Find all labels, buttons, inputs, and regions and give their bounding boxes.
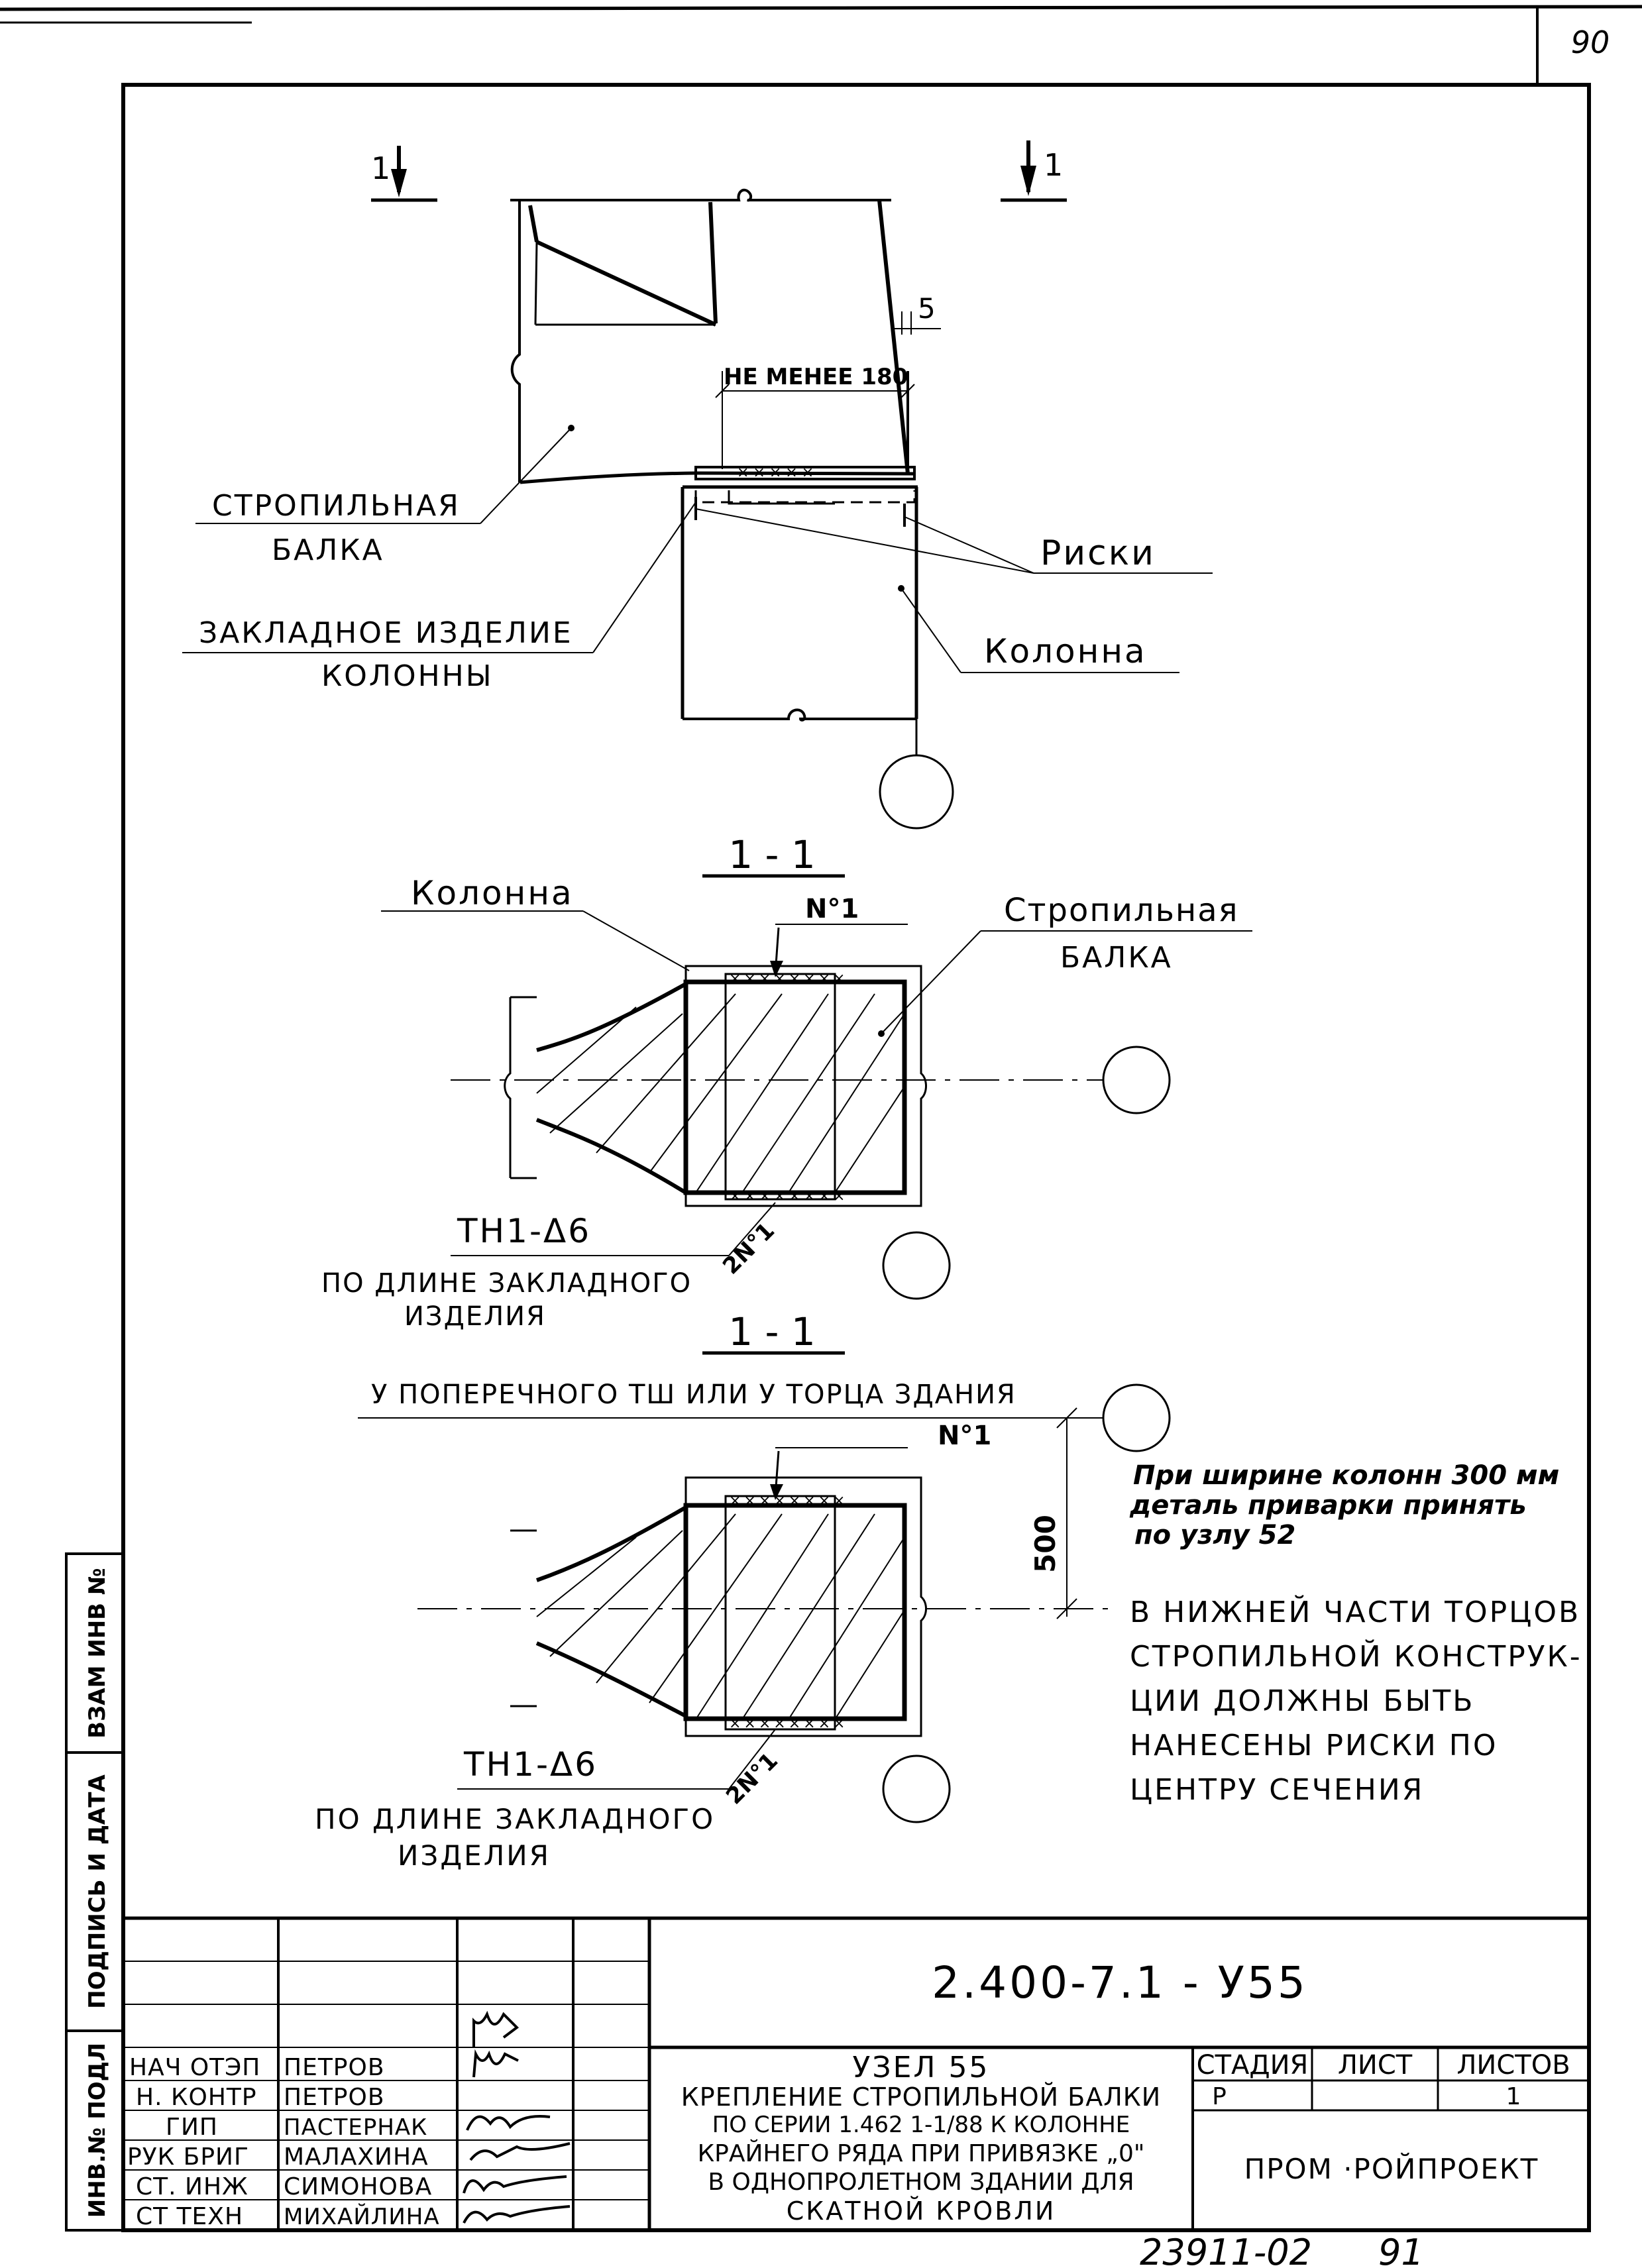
sheets-value: 1: [1506, 2083, 1521, 2110]
handwritten-note-line3: по узлу 52: [1134, 1520, 1295, 1550]
section1-label-n1: N°1: [805, 894, 859, 924]
section2-label-2n1: 2N°1: [721, 1747, 783, 1809]
section2-subtitle: У ПОПЕРЕЧНОГО ТШ ИЛИ У ТОРЦА ЗДАНИЯ: [371, 1379, 1016, 1410]
note-line1: В НИЖНЕЙ ЧАСТИ ТОРЦОВ: [1130, 1594, 1580, 1629]
bottom-suffix: 91: [1378, 2232, 1424, 2268]
section-mark-left: 1: [371, 146, 437, 202]
name-row-5: СИМОНОВА: [284, 2173, 432, 2200]
svg-text:××××××××: ××××××××: [729, 1493, 848, 1509]
dimension-not-less-180: НЕ МЕНЕЕ 180: [724, 364, 908, 390]
label-rafter-beam-line1: СТРОПИЛЬНАЯ: [212, 489, 461, 523]
svg-text:××××××××: ××××××××: [729, 971, 848, 987]
label-rafter-beam-line2: БАЛКА: [272, 533, 384, 567]
section1-label-length-line1: ПО ДЛИНЕ ЗАКЛАДНОГО: [321, 1268, 692, 1299]
section2-label-length-line2: ИЗДЕЛИЯ: [398, 1839, 551, 1872]
role-row-6: СТ ТЕХН: [136, 2203, 243, 2230]
section1-title: 1 - 1: [728, 832, 816, 877]
axis-circle-section1-bottom: [882, 1231, 951, 1300]
note-line2: СТРОПИЛЬНОЙ КОНСТРУК-: [1130, 1639, 1582, 1674]
role-row-5: СТ. ИНЖ: [136, 2173, 248, 2200]
side-stamp-signature-date: ПОДПИСЬ И ДАТА: [84, 1774, 111, 2008]
sheets-header: ЛИСТОВ: [1456, 2050, 1570, 2080]
organization-name: ПРОМ ·РОЙПРОЕКТ: [1244, 2152, 1539, 2185]
axis-circle-section2-bottom: [882, 1755, 951, 1823]
role-row-3: ГИП: [166, 2114, 218, 2141]
section1-label-beam-line2: БАЛКА: [1060, 941, 1173, 975]
title-line-5: В ОДНОПРОЛЕТНОМ ЗДАНИИ ДЛЯ: [708, 2169, 1134, 2196]
name-row-1: ПЕТРОВ: [284, 2054, 385, 2081]
bottom-number: 23911-02: [1140, 2232, 1312, 2268]
signatures: [463, 2010, 571, 2224]
label-marks: Риски: [1040, 533, 1156, 573]
role-row-4: РУК БРИГ: [127, 2143, 249, 2171]
name-row-6: МИХАЙЛИНА: [284, 2203, 440, 2230]
title-line-4: КРАЙНЕГО РЯДА ПРИ ПРИВЯЗКЕ „0": [698, 2139, 1145, 2167]
name-row-3: ПАСТЕРНАК: [284, 2114, 427, 2141]
sheet-header: ЛИСТ: [1338, 2050, 1413, 2080]
role-row-1: НАЧ ОТЭП: [129, 2054, 260, 2081]
svg-text:×××××: ×××××: [737, 464, 818, 481]
label-embedded-part-line1: ЗАКЛАДНОЕ ИЗДЕЛИЕ: [199, 616, 573, 650]
svg-text:1: 1: [1044, 147, 1063, 183]
role-row-2: Н. КОНТР: [136, 2084, 257, 2111]
note-line5: ЦЕНТРУ СЕЧЕНИЯ: [1130, 1773, 1424, 1807]
page-number: 90: [1571, 25, 1610, 60]
section1-label-2n1: 2N°1: [718, 1217, 780, 1279]
title-line-1: УЗЕЛ 55: [853, 2051, 990, 2084]
title-line-2: КРЕПЛЕНИЕ СТРОПИЛЬНОЙ БАЛКИ: [681, 2082, 1161, 2112]
elevation-view: 1 1 ×××××: [182, 140, 1213, 830]
notes: При ширине колонн 300 мм деталь приварки…: [1129, 1460, 1582, 1807]
stage-header: СТАДИЯ: [1197, 2050, 1309, 2080]
section1-label-weld: ТН1-Δ6: [457, 1212, 591, 1250]
label-column: Колонна: [984, 632, 1147, 671]
note-line4: НАНЕСЕНЫ РИСКИ ПО: [1130, 1729, 1498, 1762]
svg-text:××××××××: ××××××××: [729, 1715, 848, 1732]
name-row-4: МАЛАХИНА: [284, 2143, 429, 2171]
axis-circle-elevation: [879, 754, 954, 830]
section-1: 1 - 1 ×××××××× ××××××××: [321, 832, 1252, 1332]
note-line3: ЦИИ ДОЛЖНЫ БЫТЬ: [1130, 1684, 1474, 1718]
section-2: 1 - 1 У ПОПЕРЕЧНОГО ТШ ИЛИ У ТОРЦА ЗДАНИ…: [315, 1309, 1171, 1872]
side-stamp-replace-inv: ВЗАМ ИНВ №: [84, 1568, 111, 1739]
section2-label-weld: ТН1-Δ6: [463, 1745, 598, 1784]
axis-circle-section2-top: [1102, 1383, 1171, 1452]
section1-label-column: Колонна: [411, 874, 574, 912]
stage-value: Р: [1212, 2083, 1227, 2110]
section-mark-right: 1: [1001, 140, 1067, 202]
side-stamp-orig-inv: ИНВ.№ ПОДЛ: [84, 2043, 111, 2218]
label-embedded-part-line2: КОЛОННЫ: [321, 659, 494, 693]
section2-label-n1: N°1: [938, 1421, 991, 1451]
svg-text:××××××××: ××××××××: [729, 1188, 848, 1205]
title-line-3: ПО СЕРИИ 1.462 1-1/88 К КОЛОННЕ: [712, 2112, 1130, 2138]
name-row-2: ПЕТРОВ: [284, 2084, 385, 2111]
axis-circle-section1-right: [1102, 1046, 1171, 1114]
section2-label-length-line1: ПО ДЛИНЕ ЗАКЛАДНОГО: [315, 1803, 715, 1835]
dimension-500: 500: [1029, 1515, 1062, 1573]
side-stamp: ВЗАМ ИНВ № ПОДПИСЬ И ДАТА ИНВ.№ ПОДЛ: [65, 1552, 125, 2232]
section1-label-length-line2: ИЗДЕЛИЯ: [404, 1301, 546, 1332]
dimension-5: 5: [918, 292, 936, 325]
title-block: 2.400-7.1 - У55 НАЧ ОТЭП ПЕТРОВ Н. КОНТР…: [123, 1916, 1589, 2230]
svg-text:1: 1: [371, 150, 390, 186]
drawing-designation: 2.400-7.1 - У55: [932, 1957, 1308, 2008]
section1-label-beam-line1: Стропильная: [1004, 892, 1239, 929]
title-line-6: СКАТНОЙ КРОВЛИ: [787, 2196, 1056, 2226]
section2-title: 1 - 1: [728, 1309, 816, 1354]
sheet-frame: [0, 5, 1642, 2232]
handwritten-note-line1: При ширине колонн 300 мм: [1133, 1460, 1559, 1491]
handwritten-note-line2: деталь приварки принять: [1129, 1490, 1527, 1521]
